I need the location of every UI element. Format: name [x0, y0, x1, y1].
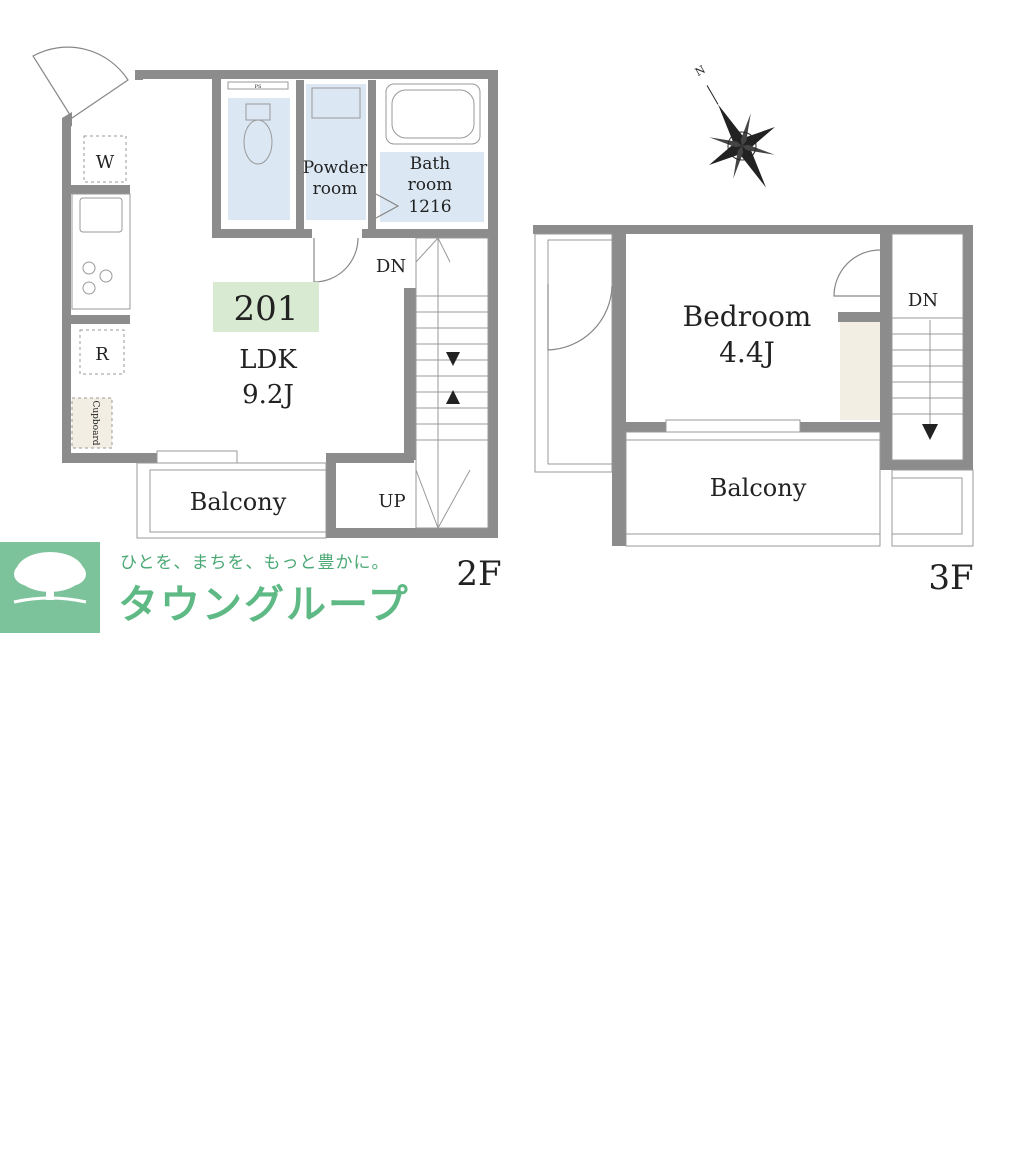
closet — [840, 322, 880, 420]
balcony-3f-side-inner — [891, 477, 963, 535]
bathroom-size: 1216 — [408, 197, 451, 217]
staircase-3f — [891, 233, 964, 461]
brand-name: タウングループ — [118, 582, 410, 628]
stove-burner-icon — [82, 281, 96, 295]
washer-label: W — [96, 152, 115, 173]
tree-icon — [13, 552, 87, 604]
logo-text: TOWN GROUP — [14, 1148, 86, 1159]
bathroom-label-2: room — [408, 175, 453, 195]
balcony-window — [156, 450, 238, 464]
bedroom-label: Bedroom — [683, 300, 812, 333]
ps-label: PS — [255, 84, 262, 90]
stairs-down-label: DN — [376, 256, 406, 277]
stove-burner-icon — [99, 269, 113, 283]
powder-door — [313, 237, 359, 283]
entry-door — [32, 46, 129, 119]
balcony-3f-side — [891, 469, 974, 547]
powder-room-area — [306, 84, 366, 220]
stairs-up-label: UP — [378, 491, 405, 512]
walls-3f — [533, 225, 973, 546]
walls-2f — [62, 70, 498, 538]
unit-badge — [213, 282, 319, 332]
toilet-tank-icon — [245, 103, 271, 121]
pipe-space — [227, 81, 289, 90]
bedroom-door — [833, 249, 881, 297]
fridge-label: R — [95, 344, 109, 365]
unit-number: 201 — [234, 289, 299, 329]
floor-3f-label: 3F — [928, 558, 973, 598]
bathroom-label: Bath — [410, 154, 450, 174]
powder-room-label: Powder — [303, 158, 368, 178]
balcony-3f-label: Balcony — [710, 474, 807, 502]
room-size: 9.2J — [242, 380, 294, 410]
washbasin-icon — [311, 87, 361, 119]
kitchen-counter — [71, 193, 131, 310]
floor-3f: Bedroom 4.4J DN Balcony 3F — [533, 225, 974, 598]
fridge-space — [79, 329, 125, 375]
staircase-2f — [415, 237, 489, 529]
balcony-3f-inner — [625, 439, 881, 535]
stairs-3f-down-label: DN — [908, 290, 938, 311]
cupboard-label: Cupboard — [90, 400, 100, 445]
bath-door — [375, 193, 400, 219]
void-area — [534, 233, 613, 473]
cupboard-space — [71, 397, 113, 449]
floor-2f: Powder room Bath room 1216 W R Cupboard … — [32, 46, 502, 594]
floor-plan: Powder room Bath room 1216 W R Cupboard … — [32, 46, 974, 598]
bathtub-inner — [391, 89, 475, 139]
sink-icon — [79, 197, 123, 233]
room-type: LDK — [239, 345, 297, 375]
compass-north-label: N — [693, 63, 708, 79]
stove-burner-icon — [82, 261, 96, 275]
bathroom-area — [380, 152, 484, 222]
bedroom-size: 4.4J — [719, 336, 775, 369]
bathtub-icon — [385, 83, 481, 145]
balcony-2f-label: Balcony — [190, 488, 287, 516]
balcony-2f-inner — [149, 469, 327, 533]
toilet-area — [228, 98, 290, 220]
void-inner — [547, 239, 613, 465]
void-door — [547, 284, 613, 351]
bedroom-window — [665, 419, 801, 433]
washer-space — [83, 135, 127, 183]
brand-tagline: ひとを、まちを、もっと豊かに。 — [120, 553, 390, 573]
powder-room-label-2: room — [313, 179, 358, 199]
floor-2f-label: 2F — [456, 554, 501, 594]
compass-rose-icon — [706, 85, 775, 188]
town-group-logo: TOWN GROUP — [0, 542, 100, 1159]
